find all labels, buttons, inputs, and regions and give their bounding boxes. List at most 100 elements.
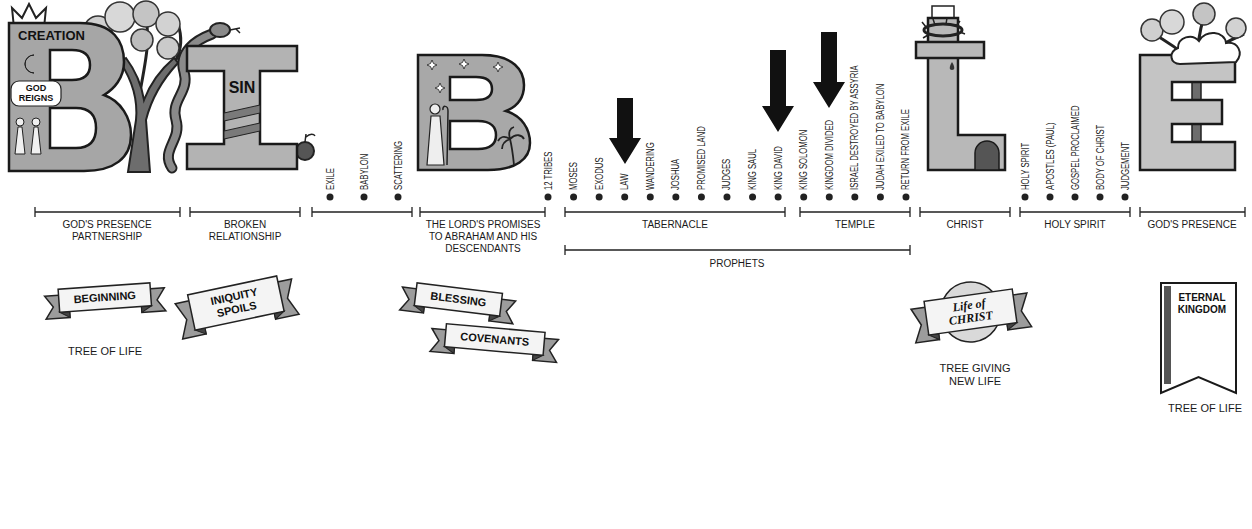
pointer-arrow: [813, 32, 845, 108]
label-slot: SCATTERING: [392, 141, 405, 190]
ribbon-banner: BLESSING: [400, 281, 517, 324]
label-slot: GOD'S PRESENCE: [1140, 219, 1245, 231]
timeline-dot: [1072, 194, 1079, 201]
ribbon-banner: INIQUITY SPOILS: [173, 273, 298, 339]
person-head: [16, 118, 24, 126]
period-label: GOD'S PRESENCE: [1140, 219, 1245, 231]
timeline-dot: [395, 194, 402, 201]
timeline-dot: [902, 194, 909, 201]
timeline-event: KING DAVID: [772, 146, 785, 190]
timeline-dot: [723, 194, 730, 201]
timeline-event: EXILE: [324, 168, 337, 190]
ribbon-banner: BEGINNING: [44, 281, 166, 318]
label-slot: JOSHUA: [669, 159, 682, 190]
ribbon-band: [924, 289, 1017, 335]
letter-b-promises: [418, 55, 530, 170]
tree-leaves: [1193, 3, 1215, 25]
person-body: [15, 127, 25, 154]
tree-leaves: [156, 12, 180, 36]
tree-leaves: [105, 2, 135, 32]
apple-fruit: [296, 142, 314, 160]
node-outline: [186, 45, 298, 170]
period-label: TEMPLE: [800, 219, 910, 231]
cloud: [11, 81, 61, 106]
ribbon-band: [187, 276, 283, 330]
period-label: PROPHETS: [637, 258, 837, 270]
ribbon-band: [444, 323, 545, 355]
timeline-dot: [361, 194, 368, 201]
pointer-arrow: [609, 98, 641, 164]
timeline-dot: [596, 194, 603, 201]
star: [493, 62, 503, 72]
person-body: [31, 127, 41, 154]
timeline-dot: [647, 194, 654, 201]
period-label: CHRIST: [920, 219, 1010, 231]
tree-leaves: [133, 1, 159, 27]
timeline-dot: [877, 194, 884, 201]
letter-outline: [187, 46, 297, 169]
timeline-event: JUDGEMENT: [1119, 142, 1132, 190]
letter-caption: CREATION: [18, 28, 132, 43]
label-slot: THE LORD'S PROMISES TO ABRAHAM AND HIS D…: [419, 219, 547, 255]
cross-beam: [916, 42, 984, 58]
label-slot: BABYLON: [358, 154, 371, 190]
timeline-dot: [800, 194, 807, 201]
letter-shape: [1140, 55, 1235, 170]
label-slot: APOSTLES (PAUL): [1044, 123, 1057, 190]
timeline-event: LAW: [618, 174, 631, 190]
label-slot: ISRAEL DESTROYED BY ASSYRIA: [848, 65, 861, 190]
timeline-event: JUDAH EXILED TO BABYLON: [874, 84, 887, 190]
letter-shape: SIN: [186, 45, 298, 170]
ribbon-band: [414, 282, 502, 315]
label-slot: TREE OF LIFE: [1155, 402, 1252, 415]
blood-drop: [950, 62, 955, 70]
timeline-event: JOSHUA: [669, 159, 682, 190]
timeline-dot: [1022, 194, 1029, 201]
label-slot: KING DAVID: [772, 146, 785, 190]
moon: [25, 55, 34, 73]
label-slot: BODY OF CHRIST: [1094, 125, 1107, 190]
serpent-tongue: [230, 28, 240, 33]
letter-outline: [9, 23, 131, 171]
timeline-event: 12 TRIBES: [542, 152, 555, 190]
label-slot: PROMISED LAND: [695, 126, 708, 190]
apple-stem: [305, 134, 315, 142]
serpent-head: [210, 23, 230, 37]
label-slot: 12 TRIBES: [542, 152, 555, 190]
label-slot: KING SAUL: [746, 149, 759, 190]
timeline-event: WANDERING: [644, 142, 657, 190]
timeline-event: ISRAEL DESTROYED BY ASSYRIA: [848, 65, 861, 190]
tree-leaves: [131, 29, 153, 51]
apple: [296, 134, 315, 160]
abraham-head: [430, 104, 440, 114]
period-label: TABERNACLE: [575, 219, 775, 231]
timeline-dots: [327, 194, 1129, 201]
timeline-event: EXODUS: [593, 157, 606, 190]
period-label: GOD'S PRESENCE PARTNERSHIP: [35, 219, 180, 243]
label-slot: TREE OF LIFE: [45, 345, 165, 358]
pennant-flag: ETERNAL KINGDOM: [1160, 282, 1237, 394]
label-slot: TEMPLE: [800, 219, 910, 231]
pennant-outline: [1161, 283, 1236, 393]
serpent-coil: [224, 123, 260, 139]
timeline-dot: [1097, 194, 1104, 201]
timeline-dot: [570, 194, 577, 201]
letter-caption: SIN: [224, 79, 260, 97]
timeline-event: MOSES: [567, 162, 580, 190]
label-slot: MOSES: [567, 162, 580, 190]
timeline-event: PROMISED LAND: [695, 126, 708, 190]
timeline-event: SCATTERING: [392, 141, 405, 190]
timeline-event: HOLY SPIRIT: [1019, 143, 1032, 190]
label-slot: HOLY SPIRIT: [1019, 143, 1032, 190]
thorns: [922, 18, 965, 38]
tree-caption: TREE GIVING NEW LIFE: [928, 362, 1023, 388]
timeline-event: RETURN FROM EXILE: [899, 109, 912, 190]
timeline-event: KING SAUL: [746, 149, 759, 190]
pennant-stripe: [1164, 286, 1171, 384]
tree-caption: TREE OF LIFE: [1155, 402, 1252, 415]
label-slot: JUDGEMENT: [1119, 142, 1132, 190]
star: [435, 83, 445, 93]
period-label: BROKEN RELATIONSHIP: [190, 219, 300, 243]
prophets-bracket: [565, 245, 910, 255]
